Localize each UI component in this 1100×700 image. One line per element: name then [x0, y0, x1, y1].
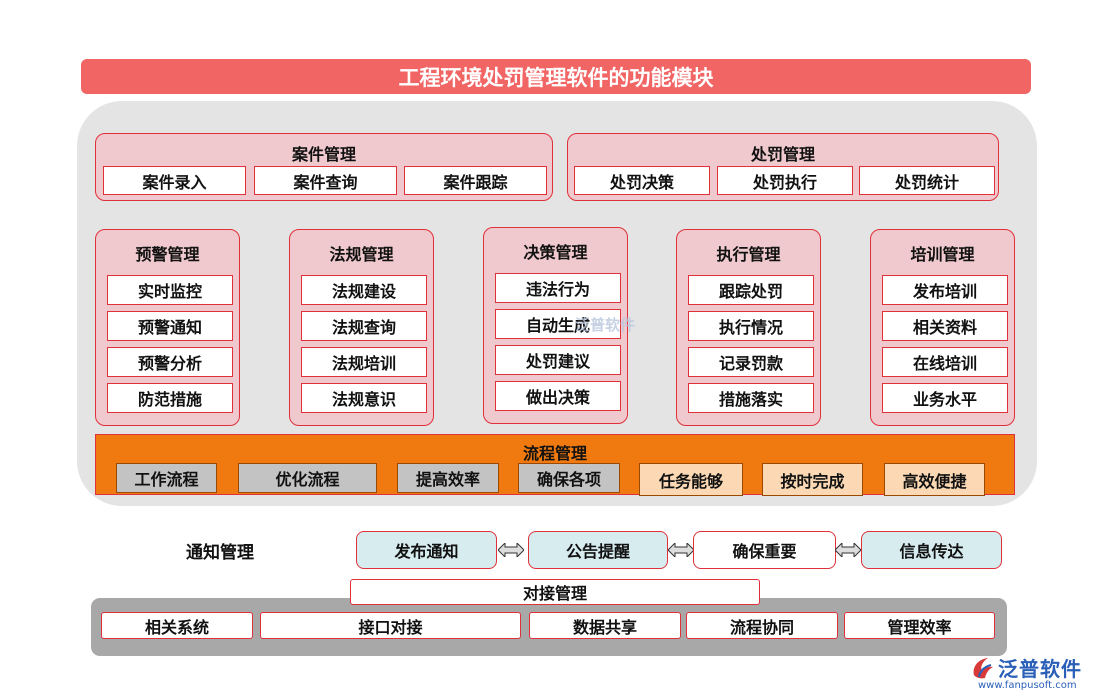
column-item: 业务水平 — [882, 383, 1008, 413]
column-item: 处罚建议 — [495, 345, 621, 375]
penalty-item: 处罚执行 — [717, 166, 853, 195]
column-item: 预警通知 — [107, 311, 233, 341]
dock-item: 相关系统 — [101, 612, 253, 639]
column-title: 决策管理 — [523, 243, 588, 262]
flow-management-group: 流程管理 工作流程 优化流程 提高效率 确保各项 任务能够 按时完成 高效便捷 — [95, 434, 1015, 496]
flow-item: 工作流程 — [116, 463, 217, 493]
brand-logo-icon — [973, 658, 993, 679]
penalty-management-group: 处罚管理 处罚决策 处罚执行 处罚统计 — [567, 133, 999, 201]
column-item: 跟踪处罚 — [688, 275, 814, 305]
docking-management-title: 对接管理 — [350, 579, 760, 605]
flow-item: 高效便捷 — [884, 463, 985, 496]
column-item: 做出决策 — [495, 381, 621, 411]
column-item: 措施落实 — [688, 383, 814, 413]
column-item: 发布培训 — [882, 275, 1008, 305]
flow-item: 确保各项 — [518, 463, 620, 493]
brand-logo-text: 泛普软件 — [998, 657, 1082, 681]
case-management-group: 案件管理 案件录入 案件查询 案件跟踪 — [95, 133, 553, 201]
penalty-management-title: 处罚管理 — [750, 145, 815, 164]
column-title: 培训管理 — [910, 245, 975, 264]
flow-item: 任务能够 — [639, 463, 743, 496]
column-item: 法规查询 — [301, 311, 427, 341]
notice-item: 公告提醒 — [528, 531, 668, 569]
module-column-training: 培训管理 发布培训 相关资料 在线培训 业务水平 — [870, 229, 1015, 426]
column-item: 违法行为 — [495, 273, 621, 303]
column-title: 预警管理 — [135, 245, 200, 264]
double-arrow-icon — [835, 543, 861, 557]
notice-item: 确保重要 — [693, 531, 836, 569]
case-item: 案件录入 — [103, 166, 246, 195]
flow-item: 按时完成 — [762, 463, 863, 496]
notice-management-label: 通知管理 — [186, 543, 254, 563]
column-title: 执行管理 — [716, 245, 781, 264]
column-item: 相关资料 — [882, 311, 1008, 341]
module-column-execution: 执行管理 跟踪处罚 执行情况 记录罚款 措施落实 — [676, 229, 821, 426]
case-item: 案件查询 — [254, 166, 397, 195]
module-column-warning: 预警管理 实时监控 预警通知 预警分析 防范措施 — [95, 229, 240, 426]
double-arrow-icon — [668, 543, 694, 557]
module-column-decision: 决策管理 违法行为 自动生成 处罚建议 做出决策 — [483, 227, 628, 424]
module-column-regulation: 法规管理 法规建设 法规查询 法规培训 法规意识 — [289, 229, 434, 426]
brand-logo-url: www.fanpusoft.com — [978, 680, 1077, 691]
column-item: 记录罚款 — [688, 347, 814, 377]
notice-item: 发布通知 — [356, 531, 497, 569]
column-item: 法规培训 — [301, 347, 427, 377]
column-item: 实时监控 — [107, 275, 233, 305]
brand-logo: 泛普软件 www.fanpusoft.com — [970, 653, 1090, 695]
case-item: 案件跟踪 — [404, 166, 547, 195]
dock-item: 管理效率 — [844, 612, 995, 639]
column-title: 法规管理 — [329, 245, 394, 264]
center-watermark: 泛普软件 — [575, 316, 636, 334]
column-item: 自动生成 — [495, 309, 621, 339]
flow-item: 提高效率 — [397, 463, 499, 493]
column-item: 法规建设 — [301, 275, 427, 305]
dock-item: 数据共享 — [529, 612, 681, 639]
column-item: 法规意识 — [301, 383, 427, 413]
flow-management-title: 流程管理 — [522, 444, 587, 463]
column-item: 在线培训 — [882, 347, 1008, 377]
double-arrow-icon — [498, 543, 524, 557]
case-management-title: 案件管理 — [291, 145, 356, 164]
diagram-title: 工程环境处罚管理软件的功能模块 — [81, 59, 1031, 94]
notice-item: 信息传达 — [861, 531, 1002, 569]
dock-item: 流程协同 — [686, 612, 838, 639]
column-item: 预警分析 — [107, 347, 233, 377]
column-item: 防范措施 — [107, 383, 233, 413]
penalty-item: 处罚统计 — [859, 166, 995, 195]
flow-item: 优化流程 — [238, 463, 377, 493]
penalty-item: 处罚决策 — [574, 166, 710, 195]
column-item: 执行情况 — [688, 311, 814, 341]
dock-item: 接口对接 — [260, 612, 521, 639]
